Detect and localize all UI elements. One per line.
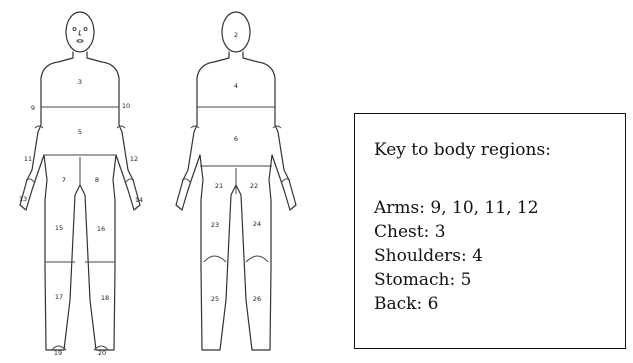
region-label-25: 25 xyxy=(211,295,219,303)
front-torso-outline xyxy=(20,52,140,350)
region-label-21: 21 xyxy=(215,182,223,190)
back-region-numbers: 2 4 6 21 22 23 24 25 26 xyxy=(211,31,261,303)
region-label-16: 16 xyxy=(97,225,105,233)
region-label-19: 19 xyxy=(54,349,62,357)
key-entry-shoulders: Shoulders: 4 xyxy=(374,246,483,266)
region-label-2: 2 xyxy=(234,31,238,39)
region-label-5: 5 xyxy=(78,128,82,136)
region-label-20: 20 xyxy=(98,349,106,357)
front-region-numbers: 3 5 7 8 9 10 11 12 13 14 15 16 17 18 19 … xyxy=(19,78,143,357)
region-label-23: 23 xyxy=(211,221,219,229)
body-diagram: 3 5 7 8 9 10 11 12 13 14 15 16 17 18 19 … xyxy=(0,0,350,363)
region-label-12: 12 xyxy=(130,155,138,163)
key-entry-stomach: Stomach: 5 xyxy=(374,270,471,290)
back-torso-outline xyxy=(176,52,296,350)
region-label-26: 26 xyxy=(253,295,261,303)
key-entry-back: Back: 6 xyxy=(374,294,438,314)
region-label-17: 17 xyxy=(55,293,63,301)
face-features-icon xyxy=(73,28,87,43)
body-region-key: Key to body regions: Arms: 9, 10, 11, 12… xyxy=(354,113,626,349)
region-label-15: 15 xyxy=(55,224,63,232)
region-label-22: 22 xyxy=(250,182,258,190)
region-label-3: 3 xyxy=(78,78,82,86)
back-segment-lines xyxy=(182,107,290,262)
back-body-figure: 2 4 6 21 22 23 24 25 26 xyxy=(176,12,296,350)
region-label-13: 13 xyxy=(19,195,27,203)
region-label-4: 4 xyxy=(234,82,238,90)
front-body-figure: 3 5 7 8 9 10 11 12 13 14 15 16 17 18 19 … xyxy=(19,12,143,357)
key-entry-chest: Chest: 3 xyxy=(374,222,446,242)
region-label-6: 6 xyxy=(234,135,238,143)
region-label-14: 14 xyxy=(135,196,143,204)
key-entry-arms: Arms: 9, 10, 11, 12 xyxy=(374,198,539,218)
region-label-8: 8 xyxy=(95,176,99,184)
region-label-9: 9 xyxy=(31,104,35,112)
key-title: Key to body regions: xyxy=(374,140,551,160)
front-segment-lines xyxy=(26,107,134,350)
region-label-24: 24 xyxy=(253,220,261,228)
region-label-11: 11 xyxy=(24,155,32,163)
region-label-7: 7 xyxy=(62,176,66,184)
region-label-18: 18 xyxy=(101,294,109,302)
region-label-10: 10 xyxy=(122,102,130,110)
